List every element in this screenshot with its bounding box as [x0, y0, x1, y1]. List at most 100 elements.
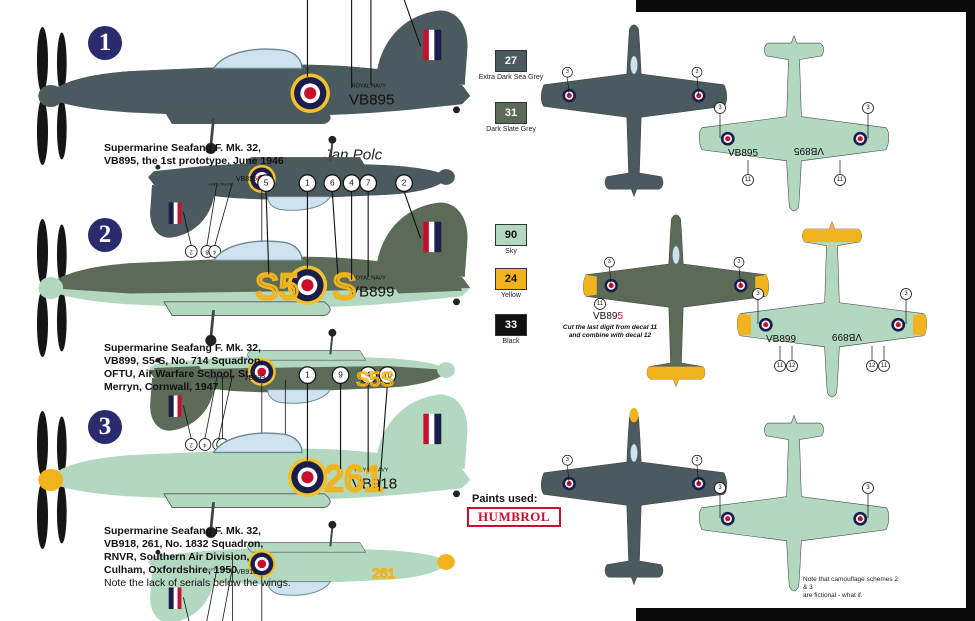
- callout-number: 2: [190, 441, 193, 447]
- callout-line: [183, 597, 190, 621]
- callout-line: [218, 375, 233, 439]
- callout-line: [696, 77, 700, 96]
- caption-line: VB899, S5-S, No. 714 Squadron,: [104, 355, 264, 367]
- callout-number: 3: [866, 105, 870, 111]
- callout-line: [378, 383, 389, 492]
- callout-number: 4: [366, 371, 371, 380]
- underwing-serial-right: VB895: [794, 145, 824, 156]
- landing-gear: [329, 334, 334, 355]
- landing-gear: [209, 501, 215, 530]
- callout-marker: [562, 454, 573, 466]
- callout-marker: [691, 454, 703, 466]
- wing-roundel-left: [853, 511, 868, 526]
- callout-line: [222, 567, 233, 621]
- callout-number: 3: [904, 291, 908, 297]
- decal-sample-callout: [594, 298, 606, 310]
- wingtip-right: [737, 313, 752, 336]
- callout-number: 2: [190, 248, 193, 254]
- tail-wheel: [155, 549, 161, 555]
- callout-marker: [395, 174, 413, 193]
- swatch-31-label: Dark Slate Grey: [486, 126, 536, 133]
- canopy: [672, 245, 680, 265]
- decal-serial-suffix: 5: [617, 311, 624, 322]
- landing-gear: [209, 117, 215, 146]
- callout-number: 11: [745, 177, 752, 183]
- callout-number: 3: [718, 105, 722, 111]
- callout-marker: [298, 174, 317, 193]
- fin-flash: [423, 29, 442, 61]
- callout-number: 3: [738, 259, 741, 265]
- canopy: [630, 55, 638, 75]
- callout-line: [403, 0, 422, 47]
- callout-number: 3: [866, 485, 870, 491]
- spinner: [437, 554, 455, 570]
- swatch-33: 33: [495, 314, 527, 336]
- fuselage-serial: VB918: [352, 475, 398, 492]
- decal-serial-prefix: VB89: [592, 311, 618, 322]
- wheel: [328, 520, 337, 529]
- royal-navy-marking: ROYAL NAVY: [208, 182, 233, 187]
- fictional-scheme-note: Note that camouflage schemes 2 & 3 are f…: [803, 576, 903, 600]
- callout-marker: [198, 438, 212, 451]
- callout-line: [738, 267, 742, 286]
- fin-flash: [423, 221, 442, 253]
- swatch-27: 27: [495, 50, 527, 72]
- caption-line: Supermarine Seafang F. Mk. 32,: [104, 342, 261, 354]
- callout-number: 3: [566, 69, 569, 75]
- callout-line: [183, 212, 192, 246]
- decal-note-line: Cut the last digit from decal 11: [562, 324, 658, 331]
- fin-flash: [168, 202, 182, 225]
- fuselage-upper: [48, 64, 471, 102]
- callout-marker: [184, 245, 198, 258]
- decal-note-line: and combine with decal 12: [568, 332, 652, 339]
- caption-line: Merryn, Cornwall, 1947: [104, 381, 219, 393]
- royal-navy-marking: ROYAL NAVY: [352, 84, 387, 90]
- callout-marker: [714, 482, 726, 494]
- royal-navy-marking: ROYAL NAVY: [208, 567, 233, 572]
- tailplane-band: [802, 221, 862, 242]
- callout-marker: [331, 366, 350, 385]
- callout-marker: [691, 66, 703, 78]
- scheme-1-caption: Supermarine Seafang F. Mk. 32, VB895, th…: [104, 142, 294, 168]
- callout-number: 4: [349, 179, 354, 188]
- callout-marker: [359, 174, 378, 193]
- scheme-3-side-right: ROYAL NAVY249110: [148, 520, 455, 621]
- spinner: [629, 408, 639, 423]
- fuselage-serial: VB895: [349, 91, 395, 108]
- fin-flash: [168, 587, 182, 610]
- callout-marker: [359, 366, 378, 385]
- paints-used-label: Paints used:: [472, 493, 538, 505]
- callout-line: [609, 267, 612, 286]
- humbrol-logo: HUMBROL: [467, 507, 561, 527]
- callout-marker: [184, 438, 198, 451]
- scheme-1-right-serial: VB895: [236, 176, 257, 183]
- callout-line: [183, 405, 192, 439]
- tailplane-band: [647, 366, 705, 387]
- scheme-2-caption: Supermarine Seafang F. Mk. 32, VB899, S5…: [104, 342, 284, 394]
- fuselage-upper: [48, 448, 471, 486]
- callout-line: [204, 377, 218, 439]
- callout-number: 11: [597, 301, 604, 307]
- landing-gear: [329, 141, 334, 162]
- landing-gear: [329, 526, 334, 547]
- callout-number: 4: [203, 441, 207, 447]
- wing-roundel-right: [692, 476, 706, 491]
- underwing-serial-right: VB899: [832, 331, 862, 342]
- wing-roundel-right: [734, 278, 748, 293]
- tail-wheel: [453, 106, 460, 114]
- tail-wheel: [155, 164, 161, 170]
- scheme-1-number: 1: [88, 26, 122, 60]
- spinner: [437, 362, 455, 378]
- callout-number: 3: [566, 457, 569, 463]
- royal-navy-marking: ROYAL NAVY: [352, 276, 387, 282]
- wing-roundel-right: [758, 317, 773, 332]
- callout-marker: [742, 174, 754, 186]
- caption-line: VB895, the 1st prototype, June 1946: [104, 155, 284, 167]
- scheme-2-right-code: S5S: [356, 369, 394, 391]
- callout-line: [331, 191, 339, 275]
- scheme-3-caption: Supermarine Seafang F. Mk. 32, VB918, 26…: [104, 525, 294, 590]
- fin-flash: [168, 395, 182, 418]
